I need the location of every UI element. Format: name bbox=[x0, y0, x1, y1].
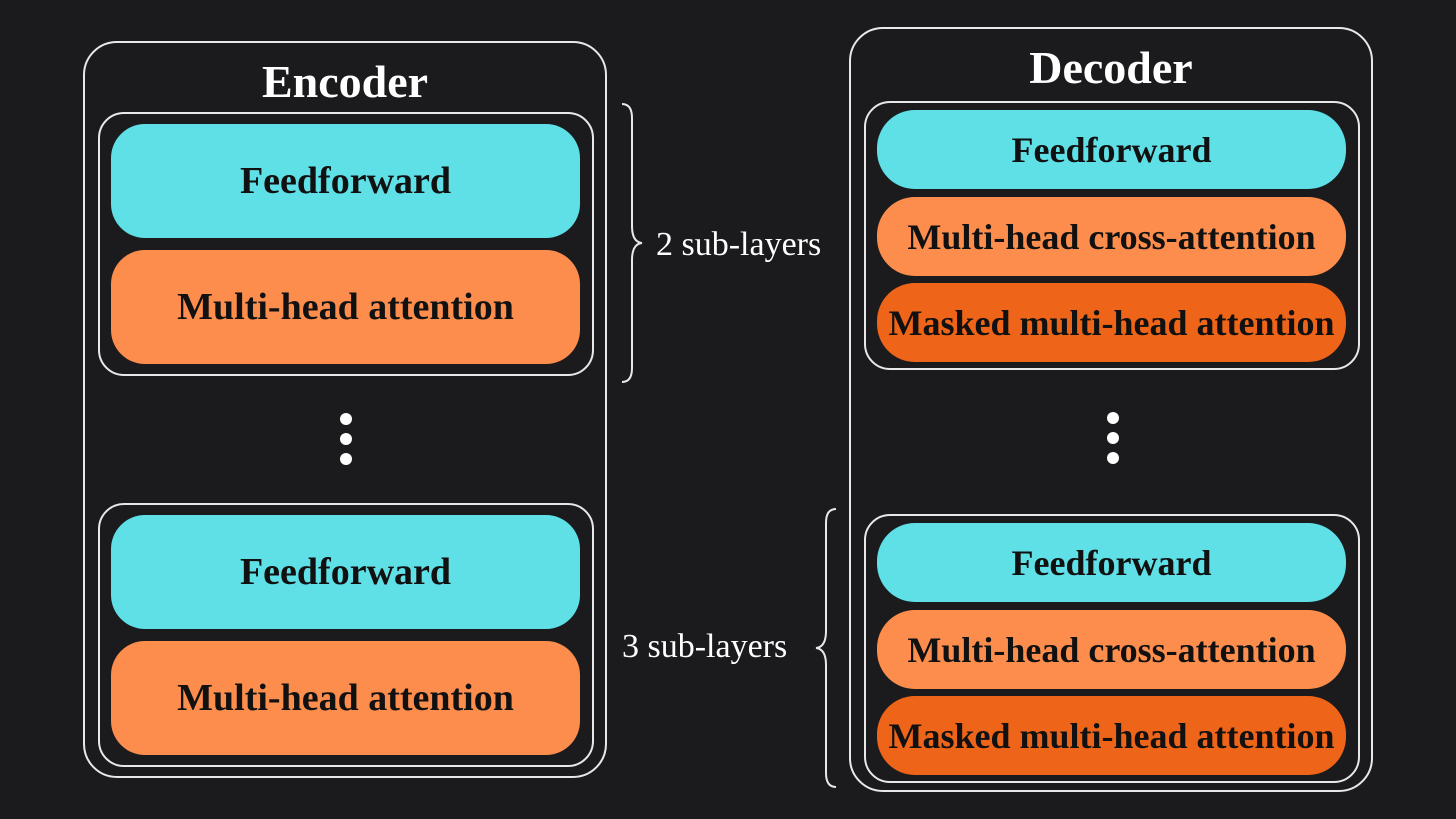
encoder-title: Encoder bbox=[261, 56, 429, 107]
decoder-bottom-masked-attention: Masked multi-head attention bbox=[877, 696, 1346, 775]
encoder-sublayers-label: 2 sub-layers bbox=[656, 226, 822, 263]
decoder-top-cross-attention: Multi-head cross-attention bbox=[877, 197, 1346, 276]
decoder-layer-top: Feedforward Multi-head cross-attention M… bbox=[864, 101, 1360, 370]
encoder-top-feedforward: Feedforward bbox=[111, 124, 580, 238]
encoder-bottom-feedforward: Feedforward bbox=[111, 515, 580, 629]
encoder-layer-top: Feedforward Multi-head attention bbox=[98, 112, 594, 376]
decoder-title: Decoder bbox=[1029, 42, 1193, 93]
decoder-bottom-feedforward: Feedforward bbox=[877, 523, 1346, 602]
encoder-stack: Encoder Feedforward Multi-head attention… bbox=[83, 41, 607, 778]
decoder-ellipsis bbox=[1107, 412, 1119, 472]
decoder-bottom-cross-attention: Multi-head cross-attention bbox=[877, 610, 1346, 689]
decoder-stack: Decoder Feedforward Multi-head cross-att… bbox=[849, 27, 1373, 792]
decoder-sublayers-label: 3 sub-layers bbox=[622, 628, 788, 665]
decoder-layer-bottom: Feedforward Multi-head cross-attention M… bbox=[864, 514, 1360, 783]
encoder-bottom-attention: Multi-head attention bbox=[111, 641, 580, 755]
encoder-layer-bottom: Feedforward Multi-head attention bbox=[98, 503, 594, 767]
decoder-top-masked-attention: Masked multi-head attention bbox=[877, 283, 1346, 362]
encoder-ellipsis bbox=[340, 413, 352, 473]
decoder-sublayers-brace bbox=[815, 508, 837, 788]
encoder-sublayers-brace bbox=[621, 103, 643, 383]
encoder-top-attention: Multi-head attention bbox=[111, 250, 580, 364]
decoder-top-feedforward: Feedforward bbox=[877, 110, 1346, 189]
